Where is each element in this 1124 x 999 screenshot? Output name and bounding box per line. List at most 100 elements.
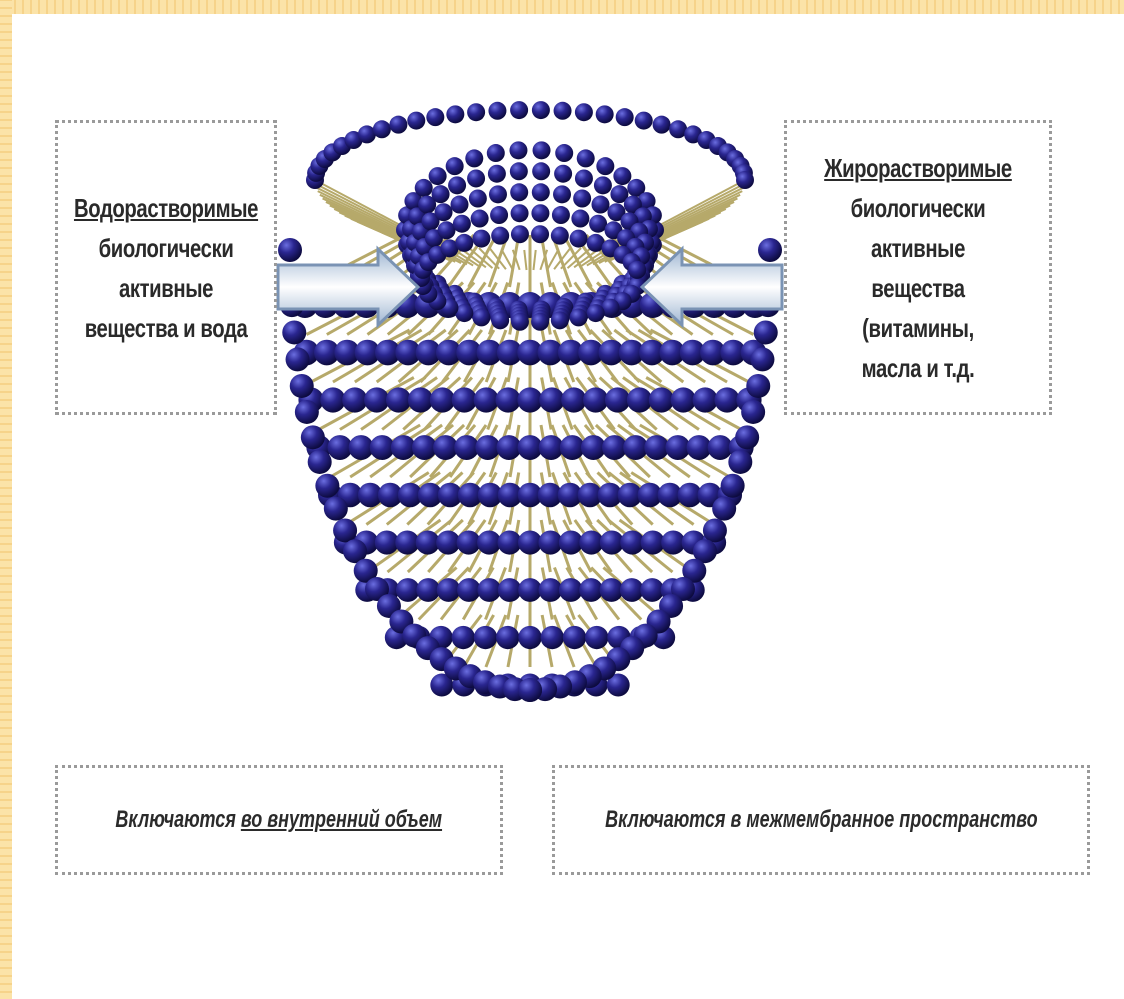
lipid-head-sphere — [396, 578, 420, 602]
lipid-head-sphere — [301, 425, 325, 449]
lipid-head-sphere — [746, 374, 770, 398]
lipid-head-sphere — [389, 116, 407, 134]
lipid-head-sphere — [635, 112, 653, 130]
lipid-head-sphere — [533, 141, 551, 159]
lipid-head-sphere — [315, 474, 339, 498]
lipid-tail — [524, 250, 526, 270]
lipid-head-sphere — [408, 387, 433, 412]
water-soluble-line: активные — [74, 268, 258, 308]
lipid-head-sphere — [407, 112, 425, 130]
lipid-head-sphere — [432, 185, 450, 203]
lipid-head-sphere — [575, 103, 593, 121]
lipid-head-sphere — [437, 221, 455, 239]
fat-soluble-line: масла и т.д. — [816, 348, 1020, 388]
lipid-head-sphere — [518, 678, 542, 702]
lipid-tail — [320, 195, 403, 235]
slide-border-top — [0, 0, 1124, 14]
lipid-head-sphere — [471, 210, 489, 228]
lipid-tail — [655, 198, 737, 236]
lipid-head-sphere — [616, 108, 634, 126]
lipid-head-sphere — [714, 387, 739, 412]
lipid-head-sphere — [465, 149, 483, 167]
lipid-head-sphere — [552, 206, 570, 224]
lipid-head-sphere — [531, 313, 549, 331]
lipid-head-sphere — [728, 450, 752, 474]
lipid-head-sphere — [555, 144, 573, 162]
lipid-tail — [323, 198, 405, 236]
lipid-head-sphere — [570, 308, 588, 326]
lipid-head-sphere — [741, 400, 765, 424]
fat-soluble-heading: Жирорастворимые — [816, 148, 1020, 188]
lipid-head-sphere — [600, 578, 624, 602]
lipid-head-sphere — [671, 387, 696, 412]
lipid-head-sphere — [498, 578, 522, 602]
lipid-head-sphere — [333, 518, 357, 542]
lipid-head-sphere — [693, 387, 718, 412]
intermembrane-caption: Включаются в межмембранное пространство — [605, 806, 1037, 834]
lipid-head-sphere — [551, 227, 569, 245]
lipid-head-sphere — [324, 497, 348, 521]
lipid-head-sphere — [487, 144, 505, 162]
lipid-head-sphere — [510, 101, 528, 119]
lipid-head-sphere — [455, 234, 473, 252]
lipid-head-sphere — [290, 374, 314, 398]
lipid-head-sphere — [342, 387, 367, 412]
lipid-head-sphere — [532, 101, 550, 119]
caption-prefix: Включаются — [116, 806, 241, 833]
lipid-head-sphere — [570, 230, 588, 248]
caption-underlined: во внутренний объем — [241, 806, 442, 833]
lipid-head-sphere — [295, 400, 319, 424]
lipid-head-sphere — [373, 120, 391, 138]
lipid-head-sphere — [511, 313, 529, 331]
lipid-head-sphere — [446, 157, 464, 175]
lipid-head-sphere — [531, 225, 549, 243]
lipid-head-sphere — [539, 387, 564, 412]
lipid-tail — [659, 187, 744, 229]
lipid-head-sphere — [532, 162, 550, 180]
lipid-head-sphere — [613, 167, 631, 185]
lipid-head-sphere — [628, 261, 646, 279]
fat-soluble-line: вещества (витамины, — [816, 268, 1020, 348]
lipid-head-sphere — [437, 578, 461, 602]
lipid-head-sphere — [563, 626, 586, 649]
water-soluble-line: биологически — [74, 228, 258, 268]
lipid-head-sphere — [364, 387, 389, 412]
lipid-head-sphere — [415, 179, 433, 197]
lipid-head-sphere — [589, 215, 607, 233]
lipid-head-sphere — [320, 387, 345, 412]
slide-border-left — [0, 0, 12, 999]
water-soluble-line: вещества и вода — [74, 308, 258, 348]
water-soluble-heading: Водорастворимые — [74, 188, 258, 228]
intermembrane-caption-box: Включаются в межмембранное пространство — [552, 765, 1090, 875]
lipid-head-sphere — [469, 189, 487, 207]
lipid-head-sphere — [703, 518, 727, 542]
lipid-head-sphere — [561, 387, 586, 412]
lipid-head-sphere — [416, 578, 440, 602]
inner-volume-caption: Включаются во внутренний объем — [116, 806, 443, 834]
lipid-head-sphere — [640, 578, 664, 602]
lipid-head-sphere — [477, 578, 501, 602]
lipid-head-sphere — [518, 626, 541, 649]
lipid-head-sphere — [750, 347, 774, 371]
lipid-head-sphere — [429, 167, 447, 185]
lipid-head-sphere — [653, 116, 671, 134]
lipid-head-sphere — [577, 149, 595, 167]
lipid-head-sphere — [554, 165, 572, 183]
lipid-head-sphere — [587, 304, 605, 322]
lipid-head-sphere — [736, 171, 754, 189]
lipid-head-sphere — [721, 474, 745, 498]
lipid-head-sphere — [583, 387, 608, 412]
lipid-head-sphere — [735, 425, 759, 449]
lipid-head-sphere — [551, 311, 569, 329]
lipid-tail — [658, 191, 742, 232]
lipid-head-sphere — [472, 230, 490, 248]
lipid-head-sphere — [538, 578, 562, 602]
inner-volume-caption-box: Включаются во внутренний объем — [55, 765, 503, 875]
lipid-head-sphere — [596, 157, 614, 175]
lipid-head-sphere — [453, 215, 471, 233]
lipid-head-sphere — [282, 320, 306, 344]
fat-soluble-box: Жирорастворимые биологически активные ве… — [784, 120, 1052, 415]
lipid-head-sphere — [575, 169, 593, 187]
lipid-head-sphere — [490, 206, 508, 224]
lipid-head-sphere — [573, 189, 591, 207]
